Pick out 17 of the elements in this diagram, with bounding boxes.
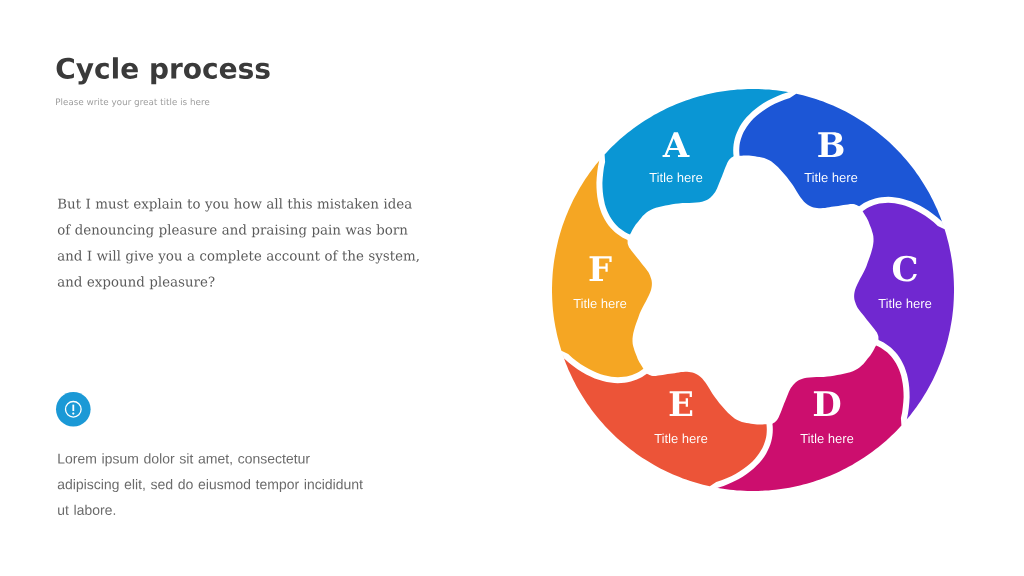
subtitle: Please write your great title is here [56, 98, 210, 107]
segment-letter: F [589, 256, 612, 281]
segment-title: Title here [649, 172, 703, 183]
segment-letter: D [813, 391, 841, 416]
segment-title: Title here [804, 172, 858, 183]
segment-title: Title here [800, 433, 854, 444]
segment-letter: A [662, 132, 690, 157]
body-paragraph: But I must explain to you how all this mistaken idea of denouncing pleasure and praising pain was born and I will give you a complete account of the system, and expound pleasure? [57, 198, 419, 290]
segment-title: Title here [654, 433, 708, 444]
segment-letter: E [669, 391, 693, 416]
segment-title: Title here [878, 298, 932, 309]
segment-title: Title here [573, 298, 627, 309]
segment-letter: C [892, 255, 917, 282]
segment-letter: B [818, 132, 844, 157]
cycle-segment [602, 89, 794, 235]
note-paragraph: Lorem ipsum dolor sit amet, consectetur adipiscing elit, sed do eiusmod tempor incididunt ut labore. [57, 453, 363, 515]
slide-title: Cycle process [56, 57, 270, 85]
